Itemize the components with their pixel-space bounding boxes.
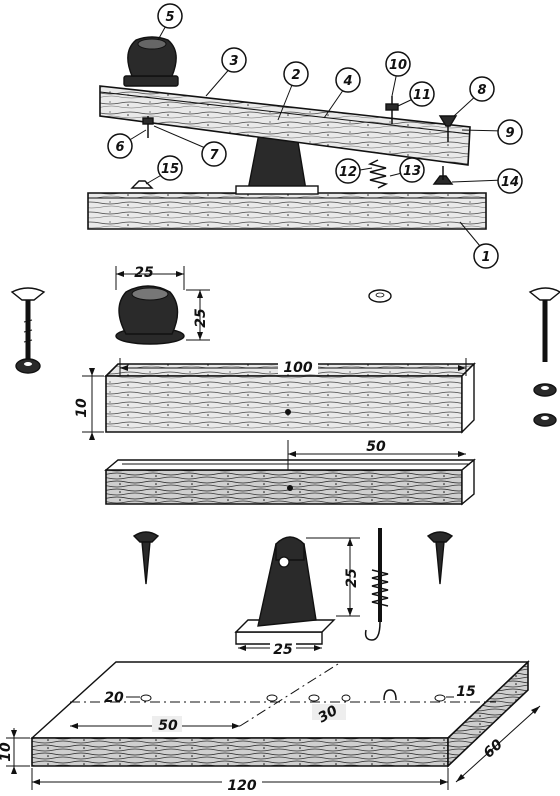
knob-detail: 25 25 [115,265,210,345]
svg-text:50: 50 [158,718,178,734]
callout-11: 11 [409,81,435,107]
svg-text:15: 15 [161,162,179,177]
callout-5: 5 [157,3,183,29]
channel-bar-detail: 50 [104,439,476,506]
callout-8: 8 [469,76,495,102]
callout-13: 13 [399,157,425,183]
callout-12: 12 [335,158,361,184]
lever-bar-detail: 100 10 [74,358,476,440]
svg-text:120: 120 [227,778,256,794]
callout-9: 9 [497,119,523,145]
svg-text:2: 2 [291,68,300,83]
wood-screw-left [132,531,160,585]
svg-text:14: 14 [501,175,519,190]
knob [123,36,179,87]
svg-text:25: 25 [193,308,209,328]
svg-text:12: 12 [339,165,357,180]
svg-text:25: 25 [273,642,293,658]
svg-text:7: 7 [209,148,219,163]
bracket-foot [235,185,319,195]
long-screw-right [528,287,560,427]
svg-text:50: 50 [366,439,386,455]
exploded-parts: 25 25 100 10 [10,265,560,658]
svg-text:10: 10 [389,58,407,73]
svg-text:4: 4 [342,74,352,89]
base-board-detail: 20 15 50 30 10 120 60 [0,660,541,794]
svg-text:1: 1 [481,250,490,265]
callout-1: 1 [473,243,499,269]
svg-text:10: 10 [74,398,90,418]
callout-4: 4 [335,67,361,93]
svg-text:3: 3 [229,54,238,69]
long-screw-left [10,287,46,374]
callout-10: 10 [385,51,411,77]
svg-text:25: 25 [344,568,360,588]
svg-text:8: 8 [477,83,486,98]
svg-text:25: 25 [134,265,154,281]
svg-text:20: 20 [104,690,124,706]
svg-text:15: 15 [456,684,476,700]
callout-15: 15 [157,155,183,181]
svg-text:9: 9 [505,126,514,141]
hook-spring [364,528,389,641]
callout-7: 7 [201,141,227,167]
callout-circles: 1 2 3 4 5 6 7 8 9 10 11 12 13 14 15 [107,3,523,269]
svg-text:13: 13 [403,164,421,179]
bracket-detail: 25 25 [234,536,360,658]
callout-3: 3 [221,47,247,73]
callout-14: 14 [497,168,523,194]
svg-text:11: 11 [413,88,431,103]
svg-text:5: 5 [165,10,174,25]
assembled-key [87,36,487,230]
callout-2: 2 [283,61,309,87]
return-spring [367,159,389,189]
wood-screw-right [426,531,454,585]
base-board [87,192,487,230]
svg-text:100: 100 [283,360,312,376]
callout-6: 6 [107,133,133,159]
svg-text:10: 10 [0,742,14,762]
lever-arm [99,85,471,166]
svg-text:6: 6 [115,140,124,155]
